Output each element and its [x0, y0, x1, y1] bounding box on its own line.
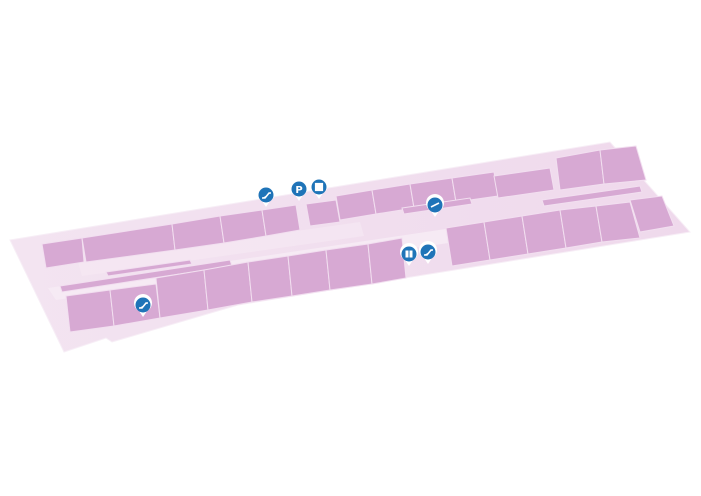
store-unit[interactable] [325, 243, 373, 291]
store-unit[interactable] [305, 199, 341, 227]
store-unit[interactable] [367, 237, 407, 285]
store-unit[interactable] [541, 185, 643, 207]
store-unit[interactable] [521, 209, 567, 255]
store-unit[interactable] [445, 221, 491, 267]
store-unit[interactable] [559, 205, 603, 249]
strip-unit[interactable] [105, 259, 193, 277]
parking-icon[interactable]: P [290, 177, 308, 201]
store-unit[interactable] [203, 261, 253, 311]
escalator-icon[interactable] [419, 240, 437, 264]
store-unit[interactable] [247, 255, 293, 303]
toilets-icon[interactable] [400, 242, 418, 266]
store-unit[interactable] [629, 195, 675, 233]
store-units-lower [65, 195, 675, 333]
upper-corridor [78, 222, 364, 276]
store-unit[interactable] [335, 189, 377, 221]
atm-icon[interactable] [310, 175, 328, 199]
escalator-icon[interactable] [257, 183, 275, 207]
escalator-icon[interactable] [134, 293, 152, 317]
store-unit[interactable] [595, 201, 641, 243]
poi-pins: P [134, 175, 444, 317]
store-units-upper [41, 145, 647, 269]
strip-units [59, 197, 473, 293]
store-unit[interactable] [261, 204, 301, 237]
parking-label: P [295, 185, 302, 196]
escalator-alt-icon[interactable] [426, 193, 444, 217]
store-unit[interactable] [65, 289, 115, 333]
store-unit[interactable] [493, 167, 555, 199]
store-unit[interactable] [41, 237, 85, 269]
store-unit[interactable] [287, 249, 331, 297]
store-unit[interactable] [599, 145, 647, 185]
store-unit[interactable] [483, 215, 529, 261]
store-unit[interactable] [155, 269, 209, 319]
